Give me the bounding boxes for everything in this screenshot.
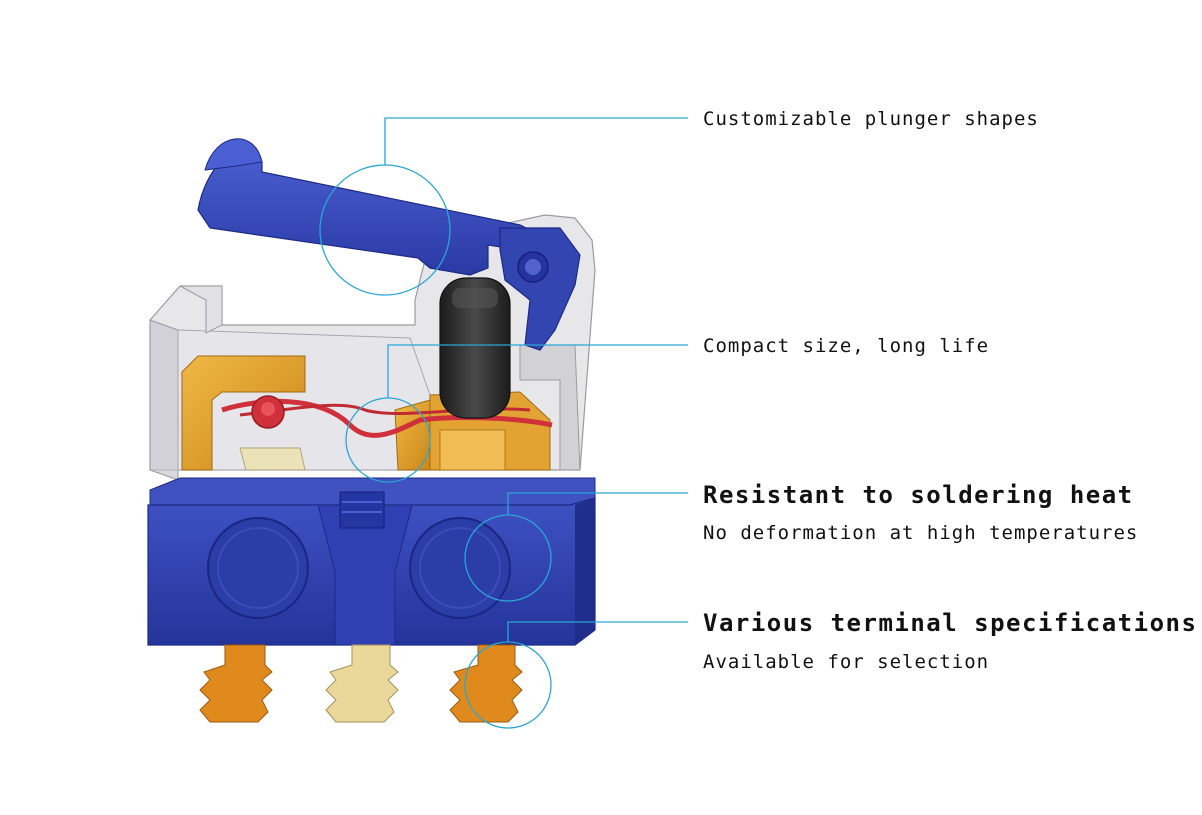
callout-text-terminal-specs: Available for selection: [703, 651, 990, 673]
spring-leaf: [221, 395, 553, 438]
switch-housing: [147, 477, 596, 646]
callout-heading-terminal-specs: Various terminal specifications: [703, 609, 1198, 637]
lever-actuator: [197, 138, 581, 351]
terminal-right: [449, 644, 523, 723]
common-contact: [181, 355, 306, 471]
callout-heading-soldering-heat: Resistant to soldering heat: [703, 481, 1134, 509]
terminal-middle: [325, 644, 399, 723]
callout-text-plunger-shapes: Customizable plunger shapes: [703, 108, 1039, 130]
callout-text-soldering-heat: No deformation at high temperatures: [703, 522, 1139, 544]
callout-compact-size: [345, 344, 688, 483]
plunger: [439, 277, 511, 419]
callout-soldering-heat: [464, 492, 688, 602]
callout-text-compact-size: Compact size, long life: [703, 335, 990, 357]
terminal-left: [199, 644, 273, 723]
callout-plunger-shapes: [319, 117, 688, 296]
callout-terminal-specs: [464, 621, 688, 729]
